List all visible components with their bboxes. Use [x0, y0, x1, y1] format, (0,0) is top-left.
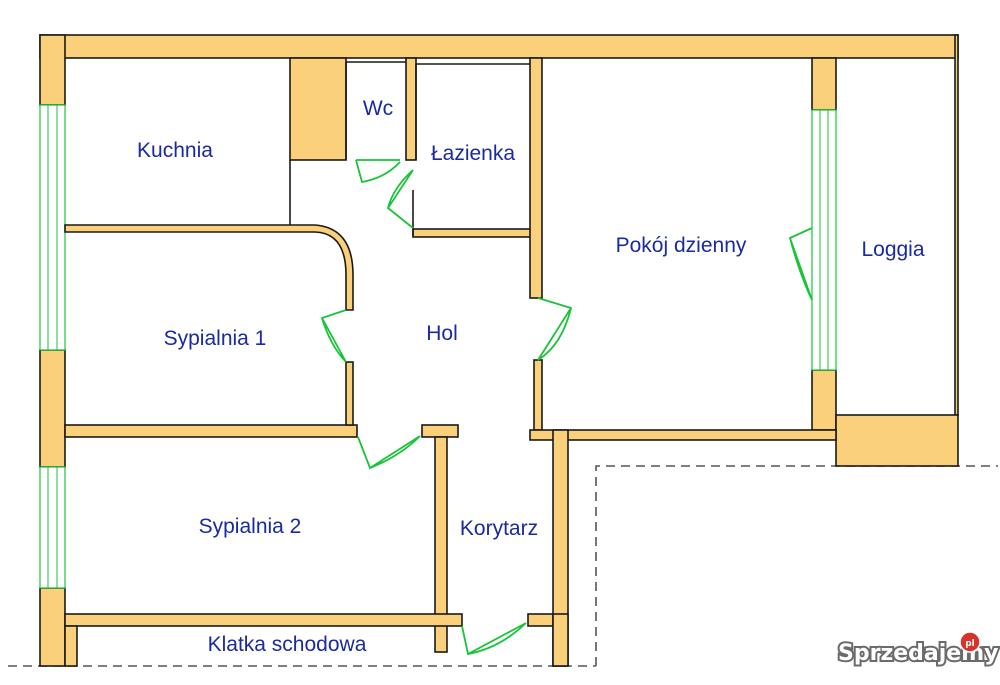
window-left-upper: [39, 104, 66, 351]
wall-sypialnia1-rounded: [64, 224, 354, 311]
wall-loggia-bottom: [835, 414, 959, 467]
watermark-badge-icon: [959, 631, 981, 653]
wall-pokoj-bottom: [529, 429, 837, 441]
door-sypialnia2[interactable]: [357, 435, 421, 470]
wall-korytarz-bottom-right: [527, 613, 554, 627]
door-loggia[interactable]: [788, 227, 813, 301]
wall-klatka-left: [64, 625, 78, 667]
door-entrance[interactable]: [461, 622, 527, 656]
wall-lazienka-bottom: [412, 228, 541, 238]
wall-sypialnia2-bottom: [64, 613, 463, 627]
wall-pokoj-right-top: [811, 57, 837, 111]
room-label-loggia: Loggia: [861, 238, 924, 261]
wall-sypialnia1-right: [345, 361, 354, 426]
top-wall: [39, 34, 959, 59]
wall-block-kitchen: [289, 57, 347, 161]
loggia-edge: [954, 34, 959, 416]
room-label-kuchnia: Kuchnia: [137, 139, 213, 162]
left-wall-top: [39, 34, 66, 106]
wall-pokoj-left-lower: [533, 359, 543, 431]
door-pokoj[interactable]: [537, 297, 573, 361]
window-loggia: [811, 109, 837, 371]
left-wall-mid: [39, 349, 66, 468]
wall-wc-right: [405, 57, 417, 161]
room-label-pokoj-dzienny: Pokój dzienny: [616, 234, 747, 257]
wall-pier-top: [421, 424, 459, 438]
wall-klatka-right: [552, 613, 569, 667]
watermark-badge-text: pl: [965, 639, 975, 649]
room-label-sypialnia2: Sypialnia 2: [199, 515, 302, 538]
wall-pokoj-left-upper: [529, 57, 543, 299]
room-label-lazienka: Łazienka: [431, 142, 515, 165]
door-wc[interactable]: [355, 159, 401, 184]
wall-pokoj-right-bottom: [811, 369, 837, 431]
room-label-sypialnia1: Sypialnia 1: [164, 327, 267, 350]
door-sypialnia1[interactable]: [320, 309, 347, 363]
left-wall-bottom: [39, 587, 66, 667]
watermark-logo: Sprzedajemy pl: [836, 631, 1000, 668]
room-label-klatka: Klatka schodowa: [208, 633, 367, 656]
wall-korytarz-left: [434, 436, 448, 653]
wall-sypialnia1-bottom: [64, 424, 358, 438]
window-left-lower: [39, 466, 66, 589]
door-lazienka[interactable]: [386, 169, 414, 229]
room-label-hol: Hol: [426, 322, 458, 345]
room-label-korytarz: Korytarz: [460, 517, 538, 540]
room-label-wc: Wc: [363, 97, 393, 120]
